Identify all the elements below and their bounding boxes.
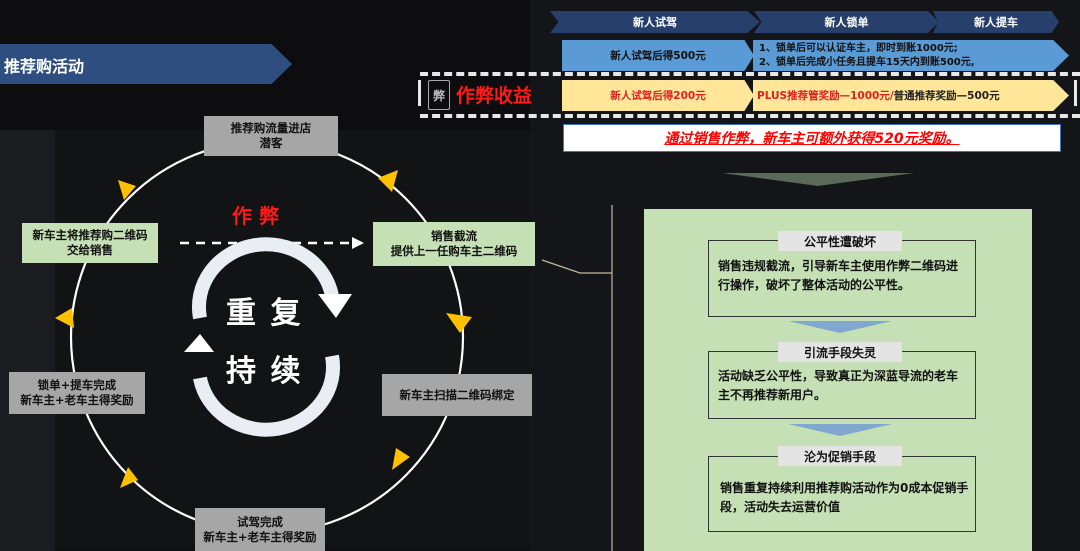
continue-label: 持 续 [226,354,303,389]
consequence-title: 沦为促销手段 [778,446,902,466]
stage-test-drive: 新人试驾 [550,11,760,33]
reward-text: 新人试驾后得200元 [610,90,706,102]
node-text: 销售截流 [431,229,477,243]
stage-delivery: 新人提车 [933,11,1059,33]
consequence-body: 活动缺乏公平性，导致真正为深蓝导流的老车主不再推荐新用户。 [718,369,959,402]
dashed-divider [420,114,1080,118]
reward-text: 1、锁单后可以认证车主，即时到账1000元; [759,42,958,54]
node-text: 新车主将推荐购二维码 [32,228,148,242]
stage-label: 新人提车 [974,16,1018,29]
node-text: 试驾完成 [237,514,283,529]
node-text: 推荐购流量进店 [230,121,312,135]
node-lock-delivery-reward: 锁单+提车完成 新车主+老车主得奖励 [9,372,145,414]
node-sales-intercept: 销售截流 提供上一任购车主二维码 [373,222,535,266]
summary-text: 通过销售作弊，新车主可额外获得520元奖励。 [664,131,960,147]
cheat-reward-test-drive: 新人试驾后得200元 [562,80,754,111]
summary-box: 通过销售作弊，新车主可额外获得520元奖励。 [563,124,1061,152]
stage-label: 新人锁单 [824,16,869,29]
plus-reward-text: PLUS推荐管奖励—1000元/ [757,90,894,102]
reward-text: 2、锁单后完成小任务且提车15天内到账500元, [759,56,975,68]
node-text: 新车主扫描二维码绑定 [399,387,515,402]
repeat-label: 重 复 [226,296,303,331]
consequence-title: 引流手段失灵 [778,342,902,362]
down-arrow-icon [788,424,892,436]
background-panel [0,130,55,551]
down-arrow-icon [788,321,892,333]
node-text: 交给销售 [67,243,113,257]
dashed-divider [420,72,1080,76]
stage-lock-order: 新人锁单 [754,11,939,33]
section-title-banner: 推荐购活动 [0,44,292,84]
consequence-body: 销售违规截流，引导新车主使用作弊二维码进行操作，破坏了整体活动的公平性。 [718,259,959,292]
normal-reward-text: 普通推荐奖励—500元 [893,90,1000,102]
reward-text: 新人试驾后得500元 [610,50,706,62]
consequences-panel: 公平性遭破坏 销售违规截流，引导新车主使用作弊二维码进行操作，破坏了整体活动的公… [644,209,1032,551]
node-give-qr-to-sales: 新车主将推荐购二维码 交给销售 [22,223,158,263]
node-test-drive-reward: 试驾完成 新车主+老车主得奖励 [195,508,325,551]
node-text: 潜客 [259,136,283,150]
stage-label: 新人试驾 [633,16,677,29]
consequence-title: 公平性遭破坏 [778,231,902,251]
document-icon: 弊 [428,80,450,110]
node-scan-bind: 新车主扫描二维码绑定 [382,374,532,416]
cycle-diagram [55,139,472,535]
node-text: 锁单+提车完成 [37,378,117,392]
connector-line [541,205,613,551]
node-store-traffic: 推荐购流量进店 潜客 [204,116,338,156]
frame-edge [418,80,421,106]
cheat-income-label: 作弊收益 [456,85,533,107]
node-text: 提供上一任购车主二维码 [390,244,518,258]
reward-test-drive: 新人试驾后得500元 [562,40,754,71]
down-arrow-icon [722,173,914,186]
reward-lock-order: 1、锁单后可以认证车主，即时到账1000元; 2、锁单后完成小任务且提车15天内… [753,40,1069,71]
cheat-reward-recommend: PLUS推荐管奖励—1000元/ 普通推荐奖励—500元 [753,80,1069,111]
section-title: 推荐购活动 [4,57,85,76]
consequence-body: 销售重复持续利用推荐购活动作为0成本促销手段，活动失去运营价值 [720,481,969,514]
frame-edge [1074,80,1077,106]
node-text: 新车主+老车主得奖励 [203,529,317,544]
node-text: 新车主+老车主得奖励 [20,393,134,407]
cheat-label: 作 弊 [232,204,279,228]
icon-glyph: 弊 [432,88,445,103]
